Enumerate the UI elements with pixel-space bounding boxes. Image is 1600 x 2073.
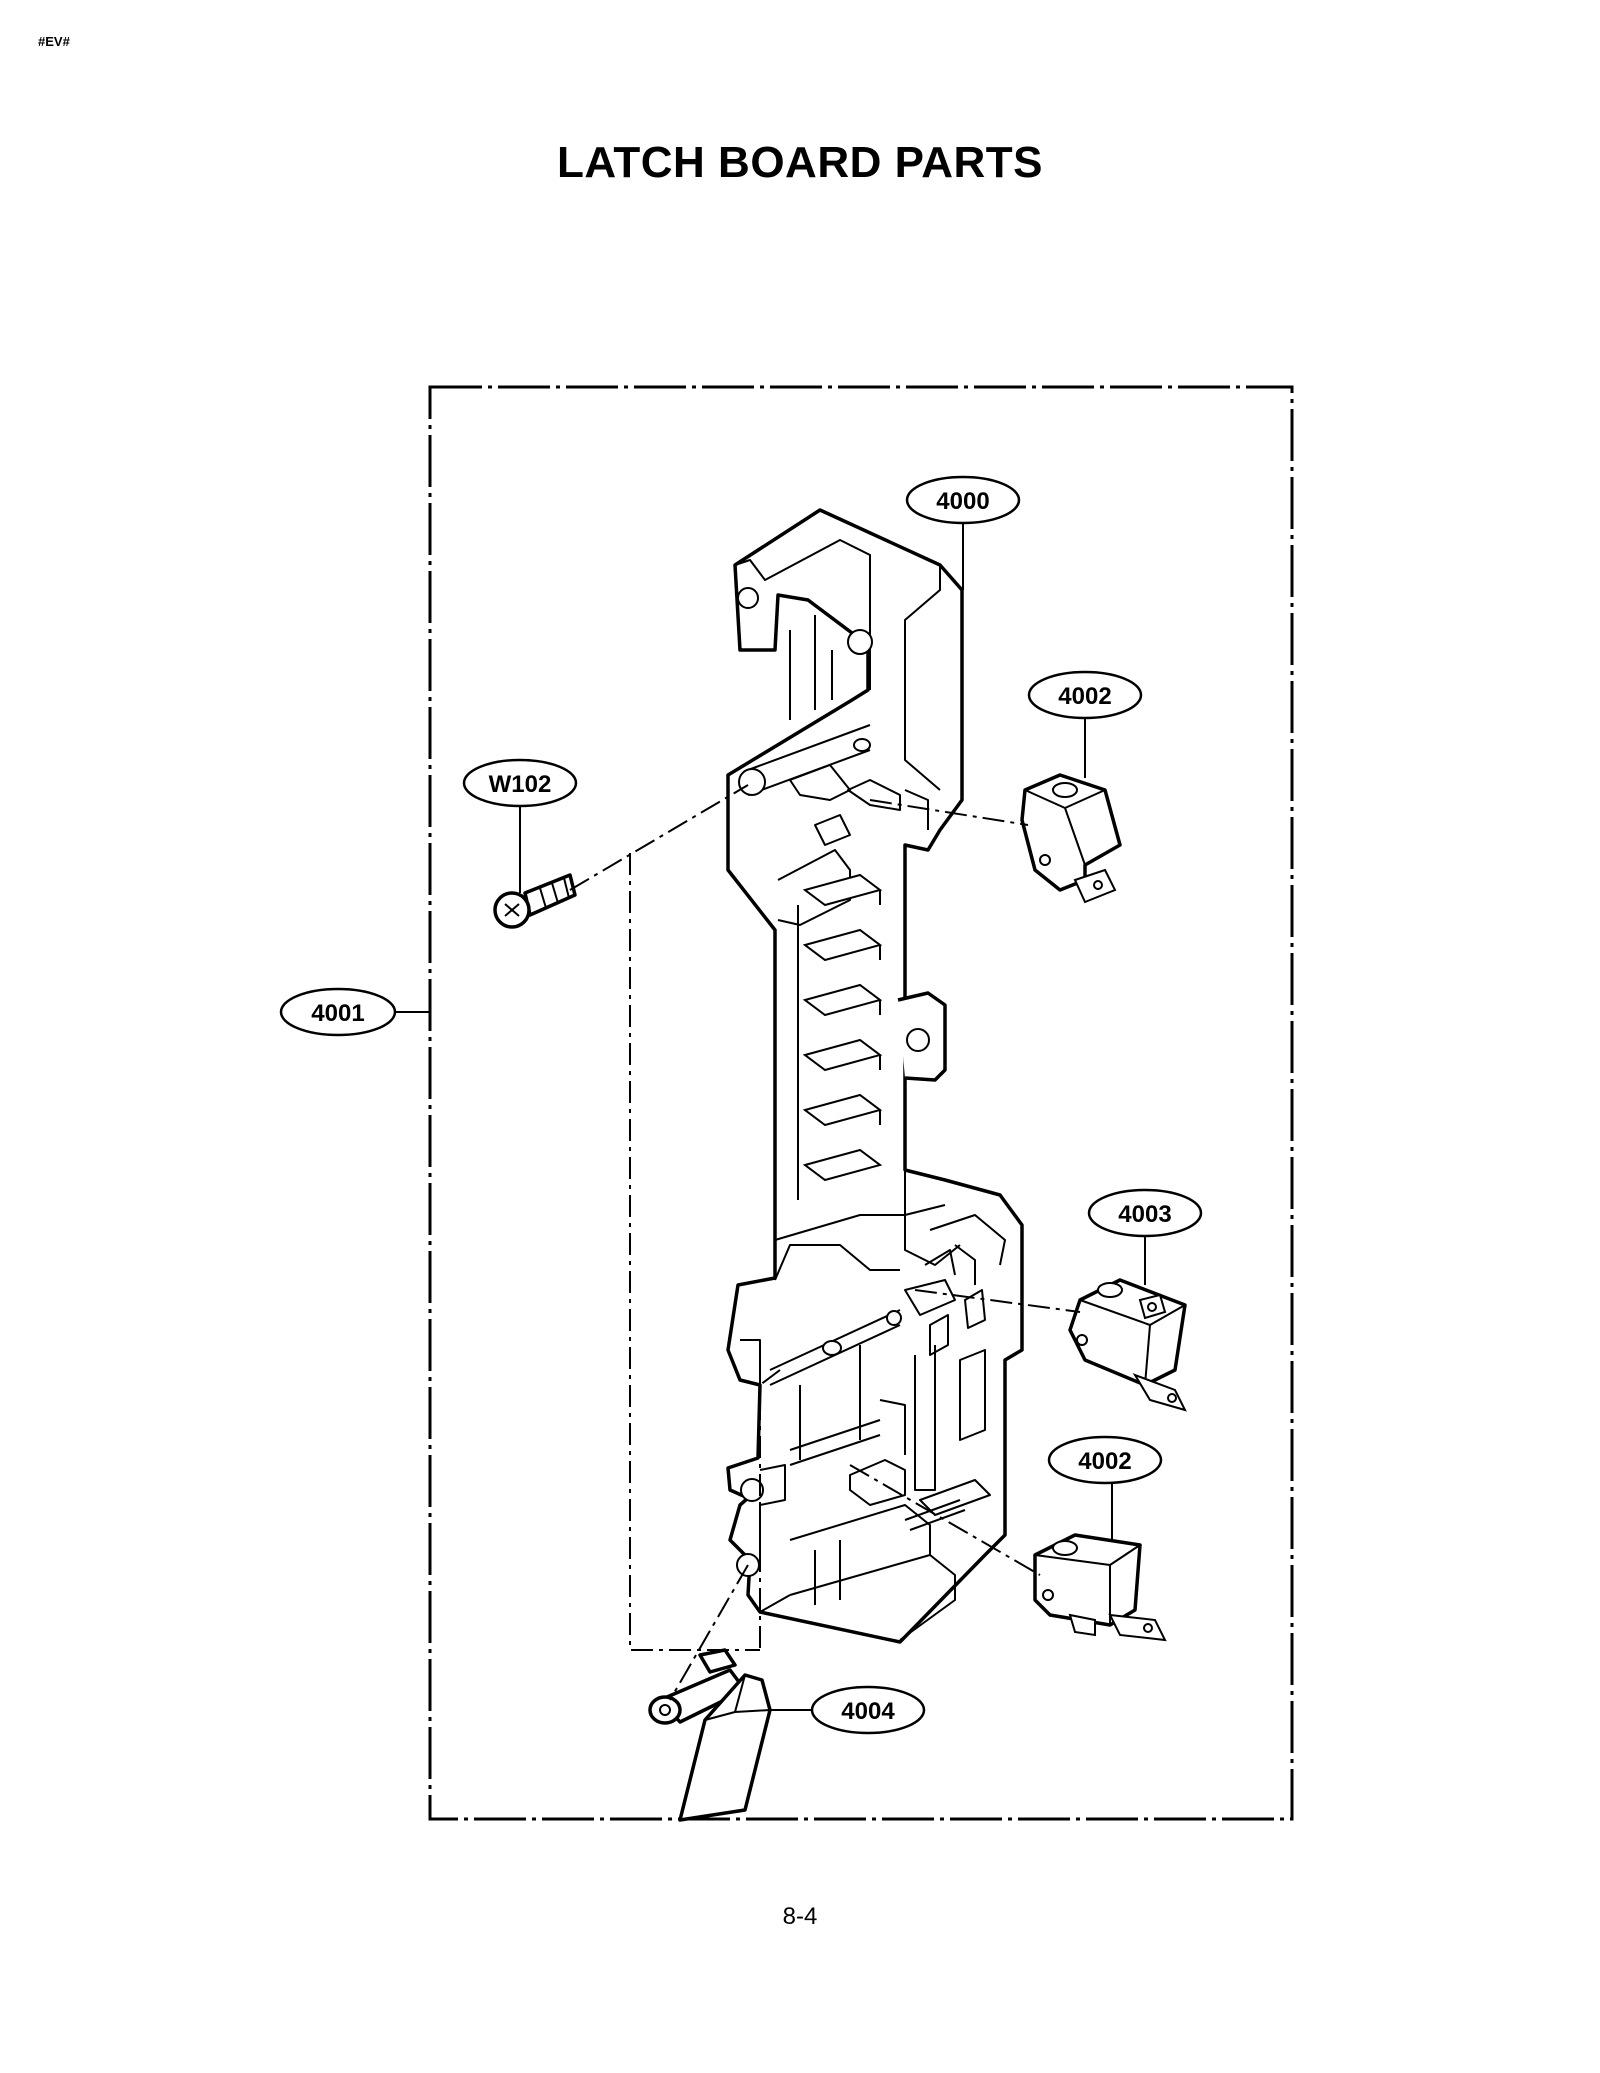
- callout-4002-top-label: 4002: [1058, 683, 1111, 710]
- callout-4001: 4001: [279, 987, 397, 1037]
- callout-w102-label: W102: [489, 771, 552, 798]
- screw-part: [493, 873, 577, 929]
- callout-4000: 4000: [905, 475, 1021, 525]
- switch-bottom-part: [1033, 1533, 1167, 1642]
- document-code: #EV#: [38, 34, 70, 49]
- assembly-boundary-frame: [428, 385, 1294, 1821]
- page-number: 8-4: [782, 1903, 818, 1930]
- switch-top-part: [1020, 773, 1122, 904]
- callout-4002-bottom: 4002: [1047, 1435, 1163, 1485]
- callout-4002-bottom-label: 4002: [1078, 1448, 1131, 1475]
- callout-4000-label: 4000: [936, 488, 989, 515]
- switch-middle-part: [1068, 1278, 1187, 1412]
- leader-lines: [395, 523, 1146, 1711]
- callout-4001-label: 4001: [311, 1000, 364, 1027]
- page-title: LATCH BOARD PARTS: [557, 138, 1043, 187]
- lever-part: [648, 1648, 772, 1822]
- callout-4003: 4003: [1087, 1188, 1203, 1238]
- callout-w102: W102: [462, 758, 578, 808]
- callout-4002-top: 4002: [1027, 670, 1143, 720]
- callout-4004: 4004: [810, 1685, 926, 1735]
- assembly-dash-lines: [569, 784, 1081, 1701]
- latch-board-part: [726, 508, 1024, 1644]
- callout-4004-label: 4004: [841, 1698, 895, 1725]
- callout-4003-label: 4003: [1118, 1201, 1171, 1228]
